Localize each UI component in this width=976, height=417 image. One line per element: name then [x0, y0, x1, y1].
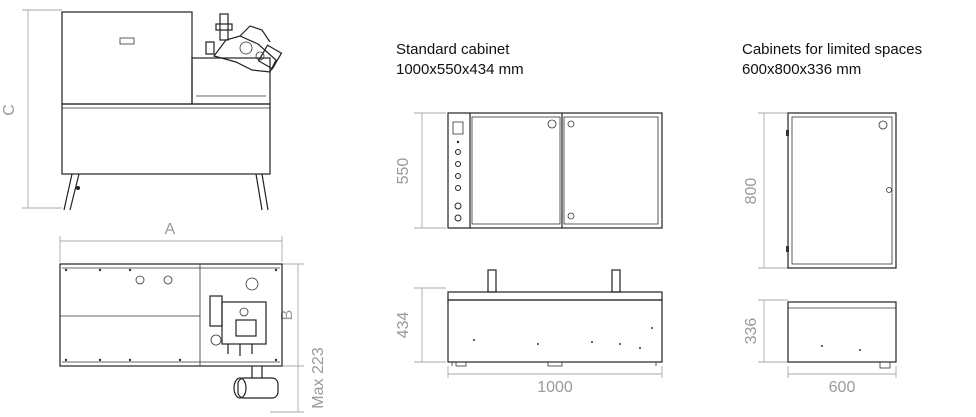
- dim-c-label: C: [1, 104, 18, 116]
- dim-a-label: A: [165, 221, 176, 238]
- standard-cabinet-front: 550: [395, 112, 663, 229]
- limited-cabinet-front: 800: [743, 112, 897, 269]
- machine-top-view: A B Max 223: [59, 221, 327, 413]
- standard-cabinet-name: Standard cabinet: [396, 41, 510, 58]
- dim-max-label: Max 223: [310, 347, 327, 408]
- limited-cabinet-title: Cabinets for limited spaces 600x800x336 …: [742, 40, 922, 80]
- limited-cabinet-top: 336 600: [743, 299, 897, 396]
- standard-cabinet-top: 434 1000: [395, 269, 663, 396]
- limited-cabinet-name: Cabinets for limited spaces: [742, 41, 923, 58]
- machine-front-view: C: [1, 9, 283, 211]
- dim-b-label: B: [279, 310, 296, 321]
- limited-depth-label: 336: [743, 318, 760, 345]
- standard-cabinet-size: 1000x550x434 mm: [396, 61, 524, 78]
- valve-block: [209, 295, 267, 356]
- standard-cabinet-title: Standard cabinet 1000x550x434 mm: [396, 40, 524, 80]
- standard-width-label: 1000: [537, 379, 573, 396]
- limited-width-label: 600: [829, 379, 856, 396]
- standard-depth-label: 434: [395, 312, 412, 339]
- limited-height-label: 800: [743, 178, 760, 205]
- standard-height-label: 550: [395, 158, 412, 185]
- limited-cabinet-size: 600x800x336 mm: [742, 61, 862, 78]
- motor: [233, 366, 279, 399]
- pump-assembly: [205, 13, 283, 73]
